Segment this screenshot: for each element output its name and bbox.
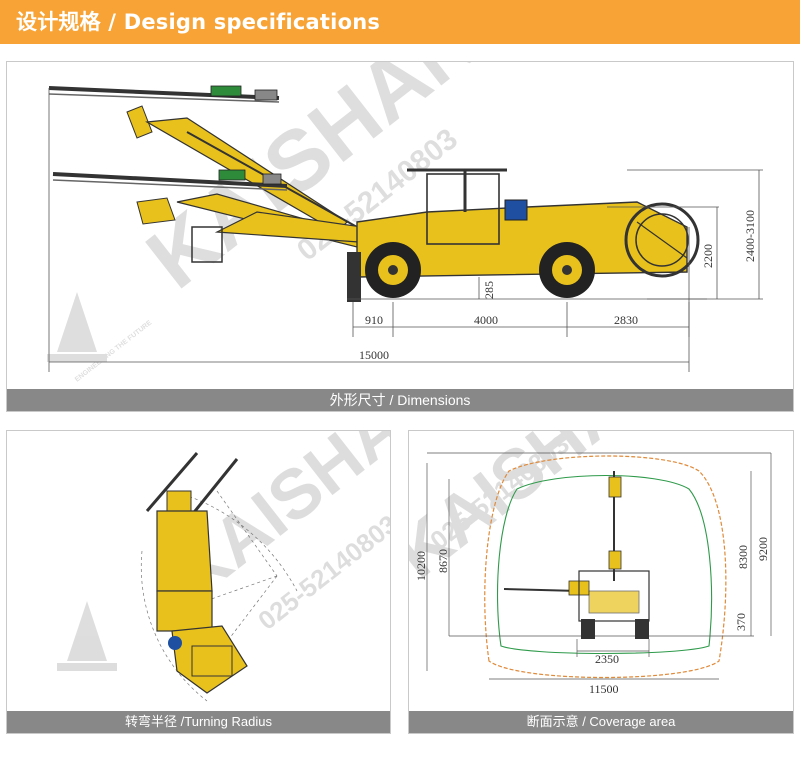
machine-chassis xyxy=(347,168,700,302)
dim-height: 2200 xyxy=(701,244,715,268)
dim-total-length: 15000 xyxy=(359,348,389,362)
coverage-area-panel: KAISHAN 025-52140803 xyxy=(408,430,794,734)
kaishan-logo-icon xyxy=(57,601,117,671)
coverage-area-drawing: KAISHAN 025-52140803 xyxy=(409,431,772,696)
coverage-machine xyxy=(503,471,650,639)
rear-wheel xyxy=(539,242,595,298)
turning-machine xyxy=(145,452,248,694)
dim-rear-overhang: 2830 xyxy=(614,313,638,327)
coverage-outline-outer xyxy=(484,455,727,679)
dim-height-range: 2400-3100 xyxy=(743,210,757,262)
dim-mast-height: 8300 xyxy=(736,545,750,569)
kaishan-logo-icon xyxy=(47,292,107,362)
dim-base-offset: 370 xyxy=(734,613,748,631)
lower-drill-boom xyxy=(52,169,399,263)
dimensions-panel: KAISHAN 025-52140803 ENGINEERING THE FUT… xyxy=(6,61,794,412)
turning-radius-panel: KAISHAN 025-52140803 转弯半径 /Turning Radiu… xyxy=(6,430,391,734)
dim-wheelbase: 4000 xyxy=(474,313,498,327)
horizontal-dimensions xyxy=(49,298,707,363)
section-title: 设计规格 / Design specifications xyxy=(16,10,381,34)
dim-outer-height: 10200 xyxy=(414,551,428,581)
dim-inner-height: 8670 xyxy=(436,549,450,573)
turning-radius-caption: 转弯半径 /Turning Radius xyxy=(7,711,390,733)
turning-radius-drawing: KAISHAN 025-52140803 xyxy=(57,431,390,702)
dim-front-overhang: 910 xyxy=(365,313,383,327)
dim-total-width: 11500 xyxy=(589,682,619,696)
front-wheel xyxy=(365,242,421,298)
dimensions-drawing: KAISHAN 025-52140803 ENGINEERING THE FUT… xyxy=(47,62,763,384)
dim-ground-clearance: 285 xyxy=(482,281,496,299)
coverage-dimension-lines xyxy=(426,452,772,680)
section-header: 设计规格 / Design specifications xyxy=(0,0,800,44)
dim-track-width: 2350 xyxy=(595,652,619,666)
coverage-outline-inner xyxy=(496,474,713,655)
coverage-area-caption: 断面示意 / Coverage area xyxy=(409,711,793,733)
dimensions-caption: 外形尺寸 / Dimensions xyxy=(7,389,793,411)
dim-right-height: 9200 xyxy=(756,537,770,561)
